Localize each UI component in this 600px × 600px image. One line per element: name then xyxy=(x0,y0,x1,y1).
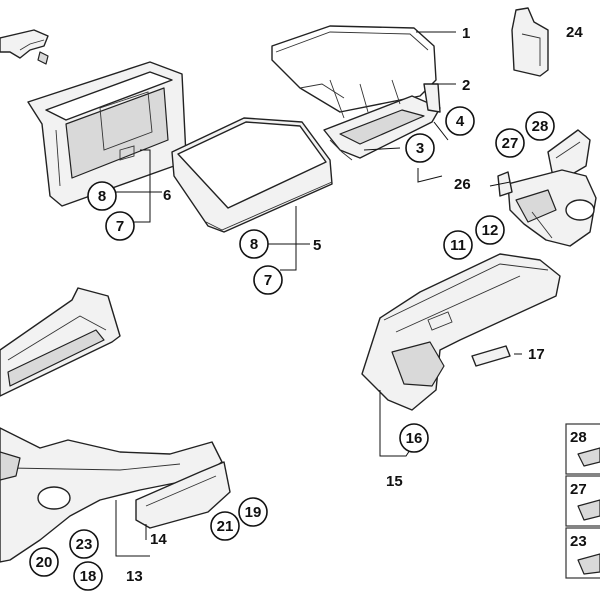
svg-text:19: 19 xyxy=(245,504,262,521)
callout-20: 20 xyxy=(29,547,59,577)
callout-11: 11 xyxy=(443,230,473,260)
knee-pad xyxy=(135,461,231,529)
svg-text:7: 7 xyxy=(116,218,124,235)
callout-28a: 28 xyxy=(525,111,555,141)
svg-text:23: 23 xyxy=(570,533,587,550)
svg-text:21: 21 xyxy=(217,518,234,535)
lower-left-trim xyxy=(0,287,121,397)
clip-part xyxy=(0,29,49,65)
svg-text:5: 5 xyxy=(313,237,321,254)
callout-16: 16 xyxy=(399,423,429,453)
svg-text:12: 12 xyxy=(482,222,499,239)
callout-23b: 23 xyxy=(570,533,587,550)
bracket-24 xyxy=(511,7,549,77)
cup-holder xyxy=(497,169,597,247)
callout-27a: 27 xyxy=(495,128,525,158)
callout-5: 5 xyxy=(313,237,321,254)
svg-text:15: 15 xyxy=(386,473,403,490)
svg-text:28: 28 xyxy=(532,118,549,135)
callout-3: 3 xyxy=(405,133,435,163)
svg-text:11: 11 xyxy=(450,237,466,254)
svg-text:2: 2 xyxy=(462,77,470,94)
svg-text:3: 3 xyxy=(416,140,424,157)
center-console-panel xyxy=(361,253,561,411)
svg-text:18: 18 xyxy=(80,568,97,585)
airbag-cover xyxy=(271,25,437,113)
callout-2: 2 xyxy=(462,77,470,94)
airbag-bracket xyxy=(323,79,441,161)
svg-text:4: 4 xyxy=(456,113,465,130)
svg-text:27: 27 xyxy=(570,481,587,498)
lower-dash-panel xyxy=(0,427,223,563)
callout-27b: 27 xyxy=(570,481,587,498)
svg-text:1: 1 xyxy=(462,25,470,42)
callout-19: 19 xyxy=(238,497,268,527)
callout-1: 1 xyxy=(462,25,470,42)
svg-text:26: 26 xyxy=(454,176,471,193)
callout-15: 15 xyxy=(386,473,403,490)
callout-12: 12 xyxy=(475,215,505,245)
svg-text:6: 6 xyxy=(163,187,171,204)
callout-7a: 7 xyxy=(105,211,135,241)
callout-7b: 7 xyxy=(253,265,283,295)
glove-box-lid xyxy=(171,117,333,233)
svg-text:23: 23 xyxy=(76,536,93,553)
callout-8a: 8 xyxy=(87,181,117,211)
callout-28b: 28 xyxy=(570,429,587,446)
callout-13: 13 xyxy=(126,568,143,585)
callout-26: 26 xyxy=(454,176,471,193)
callout-17: 17 xyxy=(528,346,545,363)
callout-18: 18 xyxy=(73,561,103,591)
callout-4: 4 xyxy=(445,106,475,136)
svg-text:7: 7 xyxy=(264,272,272,289)
callout-24: 24 xyxy=(566,24,583,41)
svg-text:20: 20 xyxy=(36,554,53,571)
svg-text:16: 16 xyxy=(406,430,423,447)
callout-23a: 23 xyxy=(69,529,99,559)
clip-17 xyxy=(471,345,511,367)
svg-text:28: 28 xyxy=(570,429,587,446)
leader-lines xyxy=(115,31,522,557)
callout-21: 21 xyxy=(210,511,240,541)
svg-text:8: 8 xyxy=(250,236,258,253)
svg-text:13: 13 xyxy=(126,568,143,585)
svg-text:24: 24 xyxy=(566,24,583,41)
callout-8b: 8 xyxy=(239,229,269,259)
svg-text:17: 17 xyxy=(528,346,545,363)
svg-text:27: 27 xyxy=(502,135,519,152)
svg-text:14: 14 xyxy=(150,531,167,548)
callout-6: 6 xyxy=(163,187,171,204)
callout-14: 14 xyxy=(150,531,167,548)
svg-text:8: 8 xyxy=(98,188,106,205)
side-legend-boxes xyxy=(565,423,600,579)
glove-box xyxy=(27,61,187,207)
